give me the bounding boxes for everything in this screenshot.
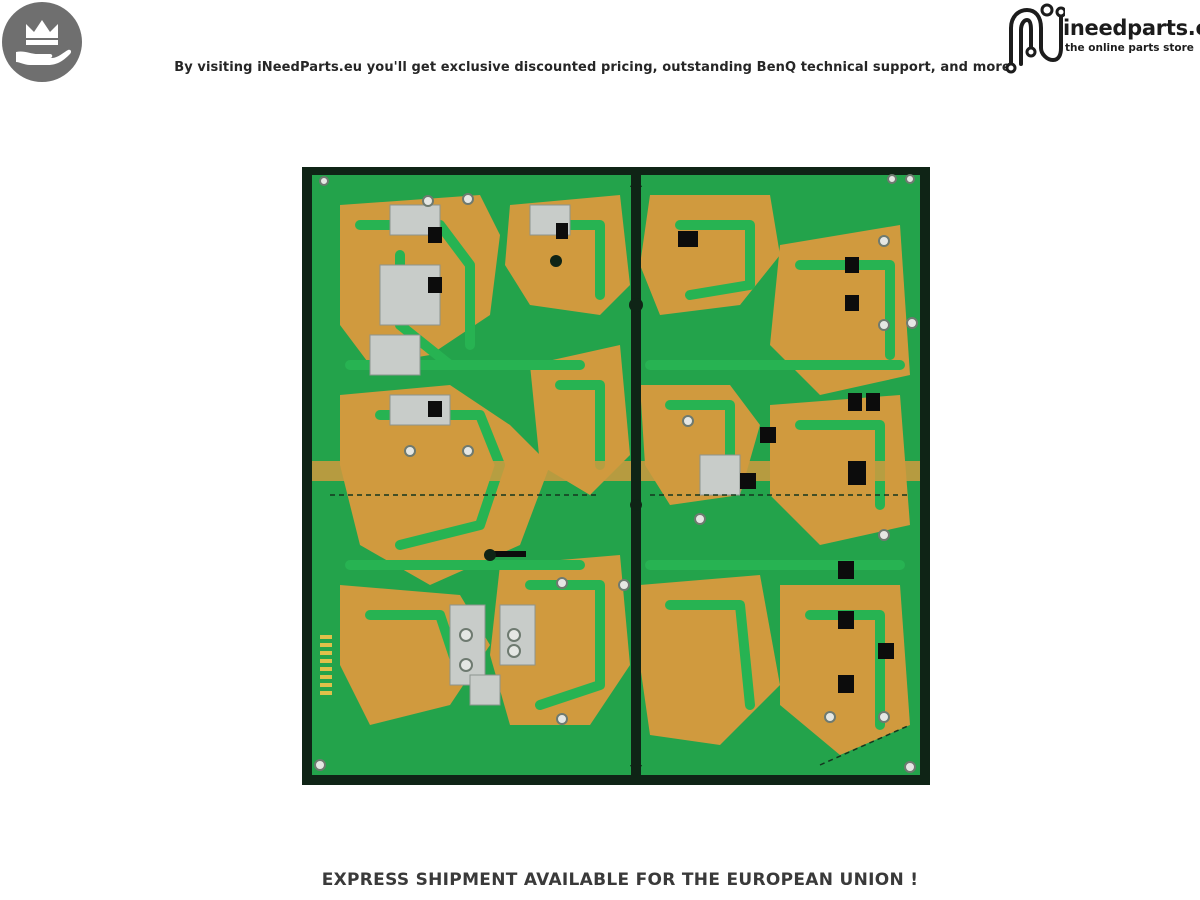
logo-name: ineedparts.eu — [1063, 16, 1200, 40]
ineedparts-logo-icon — [1005, 3, 1065, 74]
logo-subtitle: the online parts store — [1065, 42, 1194, 54]
promo-tagline: By visiting iNeedParts.eu you'll get exc… — [174, 60, 1011, 75]
circuit-board-photo — [302, 167, 930, 785]
shipping-notice: EXPRESS SHIPMENT AVAILABLE FOR THE EUROP… — [321, 870, 919, 890]
brand-logo[interactable]: ineedparts.eu the online parts store — [1003, 2, 1200, 78]
crown-hand-icon — [2, 2, 82, 82]
